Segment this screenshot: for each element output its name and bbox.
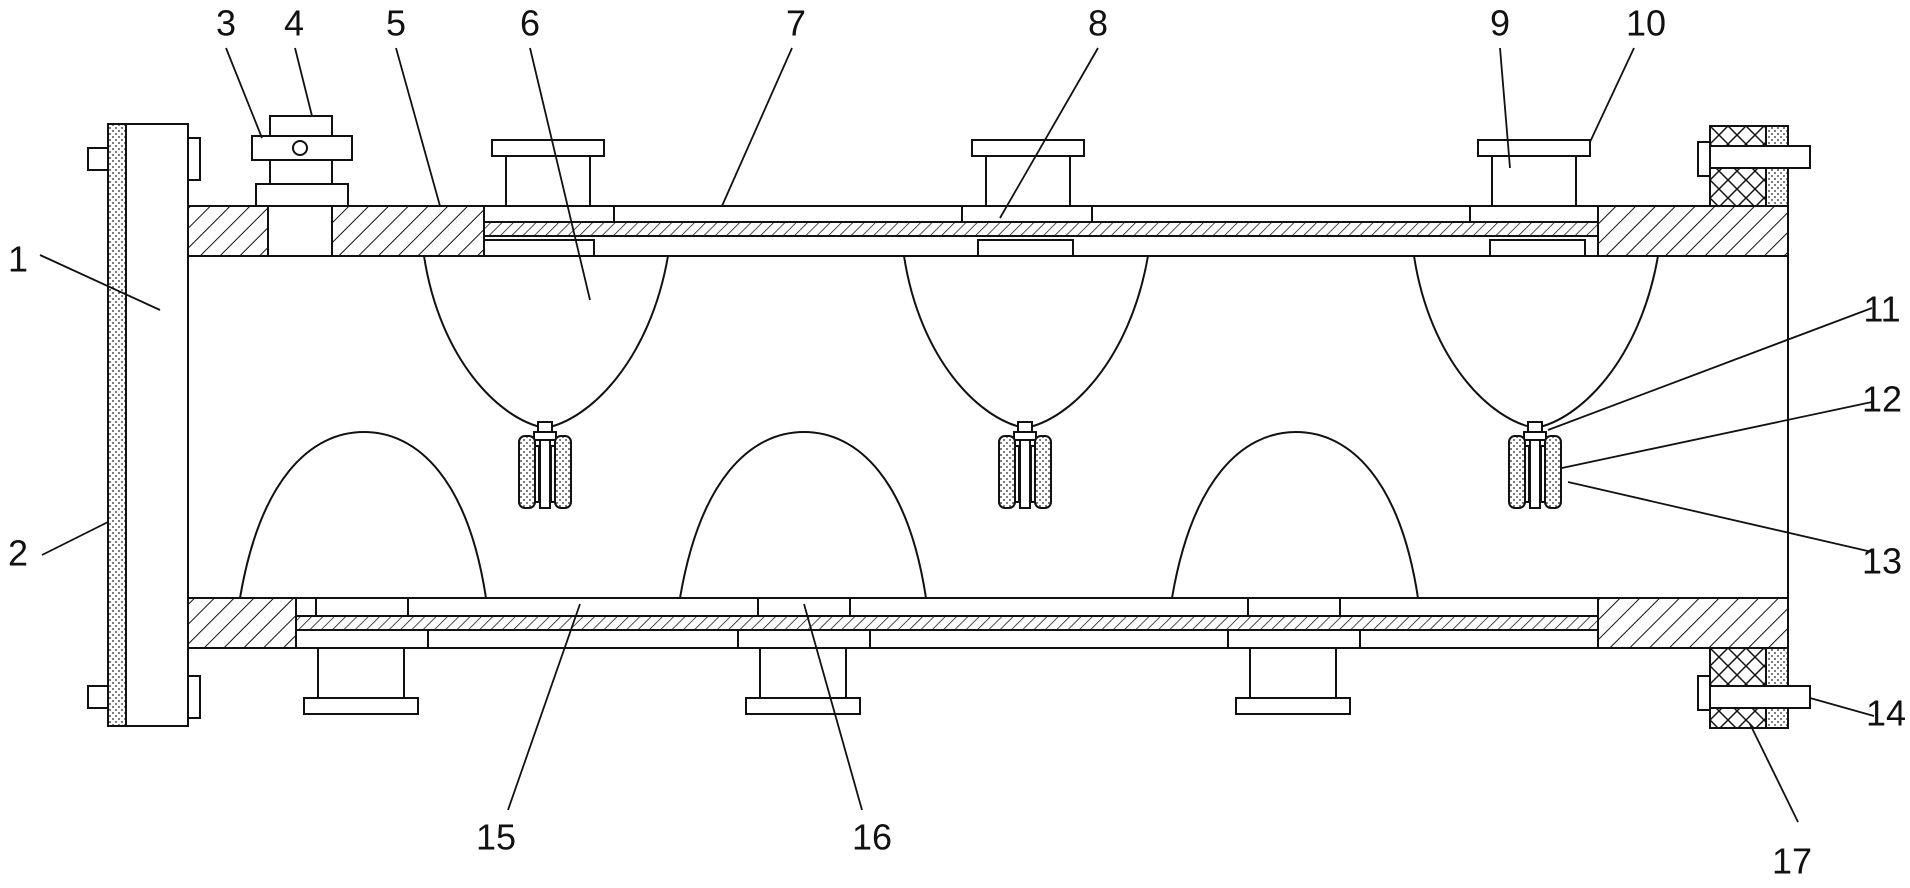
- top-wall-left: [187, 205, 485, 257]
- callout-14: 14: [1866, 693, 1906, 734]
- pipe-body: [187, 205, 1789, 649]
- callout-1: 1: [8, 239, 28, 280]
- callout-5: 5: [386, 3, 406, 44]
- callout-4: 4: [284, 3, 304, 44]
- leader-lines: [39, 47, 1875, 823]
- bottom-wall-right: [1597, 597, 1789, 649]
- right-clamp-bottom: [1697, 647, 1811, 729]
- callout-8: 8: [1088, 3, 1108, 44]
- callout-10: 10: [1626, 3, 1666, 44]
- roller-assembly-3: [1508, 421, 1562, 509]
- top-rail: [483, 205, 1599, 257]
- callout-6: 6: [520, 3, 540, 44]
- top-mounts: [491, 139, 1591, 207]
- callout-2: 2: [8, 533, 28, 574]
- roller-assembly-2: [998, 421, 1052, 509]
- callout-labels: 1 2 3 4 5 6 7 8 9 10 11 12 13 14 15 16 1…: [8, 3, 1906, 882]
- bottom-wall-left: [187, 597, 297, 649]
- callout-11: 11: [1863, 289, 1900, 330]
- callout-12: 12: [1862, 379, 1902, 420]
- valve: [251, 115, 353, 257]
- callout-15: 15: [476, 817, 516, 858]
- callout-16: 16: [852, 817, 892, 858]
- left-flange: [87, 123, 201, 727]
- bottom-mounts: [303, 647, 1351, 715]
- bottom-rail: [295, 597, 1599, 649]
- lower-baffles: [239, 430, 1419, 599]
- callout-7: 7: [786, 3, 806, 44]
- callout-3: 3: [216, 3, 236, 44]
- callout-13: 13: [1862, 541, 1902, 582]
- top-wall-right: [1597, 205, 1789, 257]
- roller-assembly-1: [518, 421, 572, 509]
- right-clamp-top: [1697, 125, 1811, 207]
- callout-17: 17: [1772, 841, 1812, 882]
- callout-9: 9: [1490, 3, 1510, 44]
